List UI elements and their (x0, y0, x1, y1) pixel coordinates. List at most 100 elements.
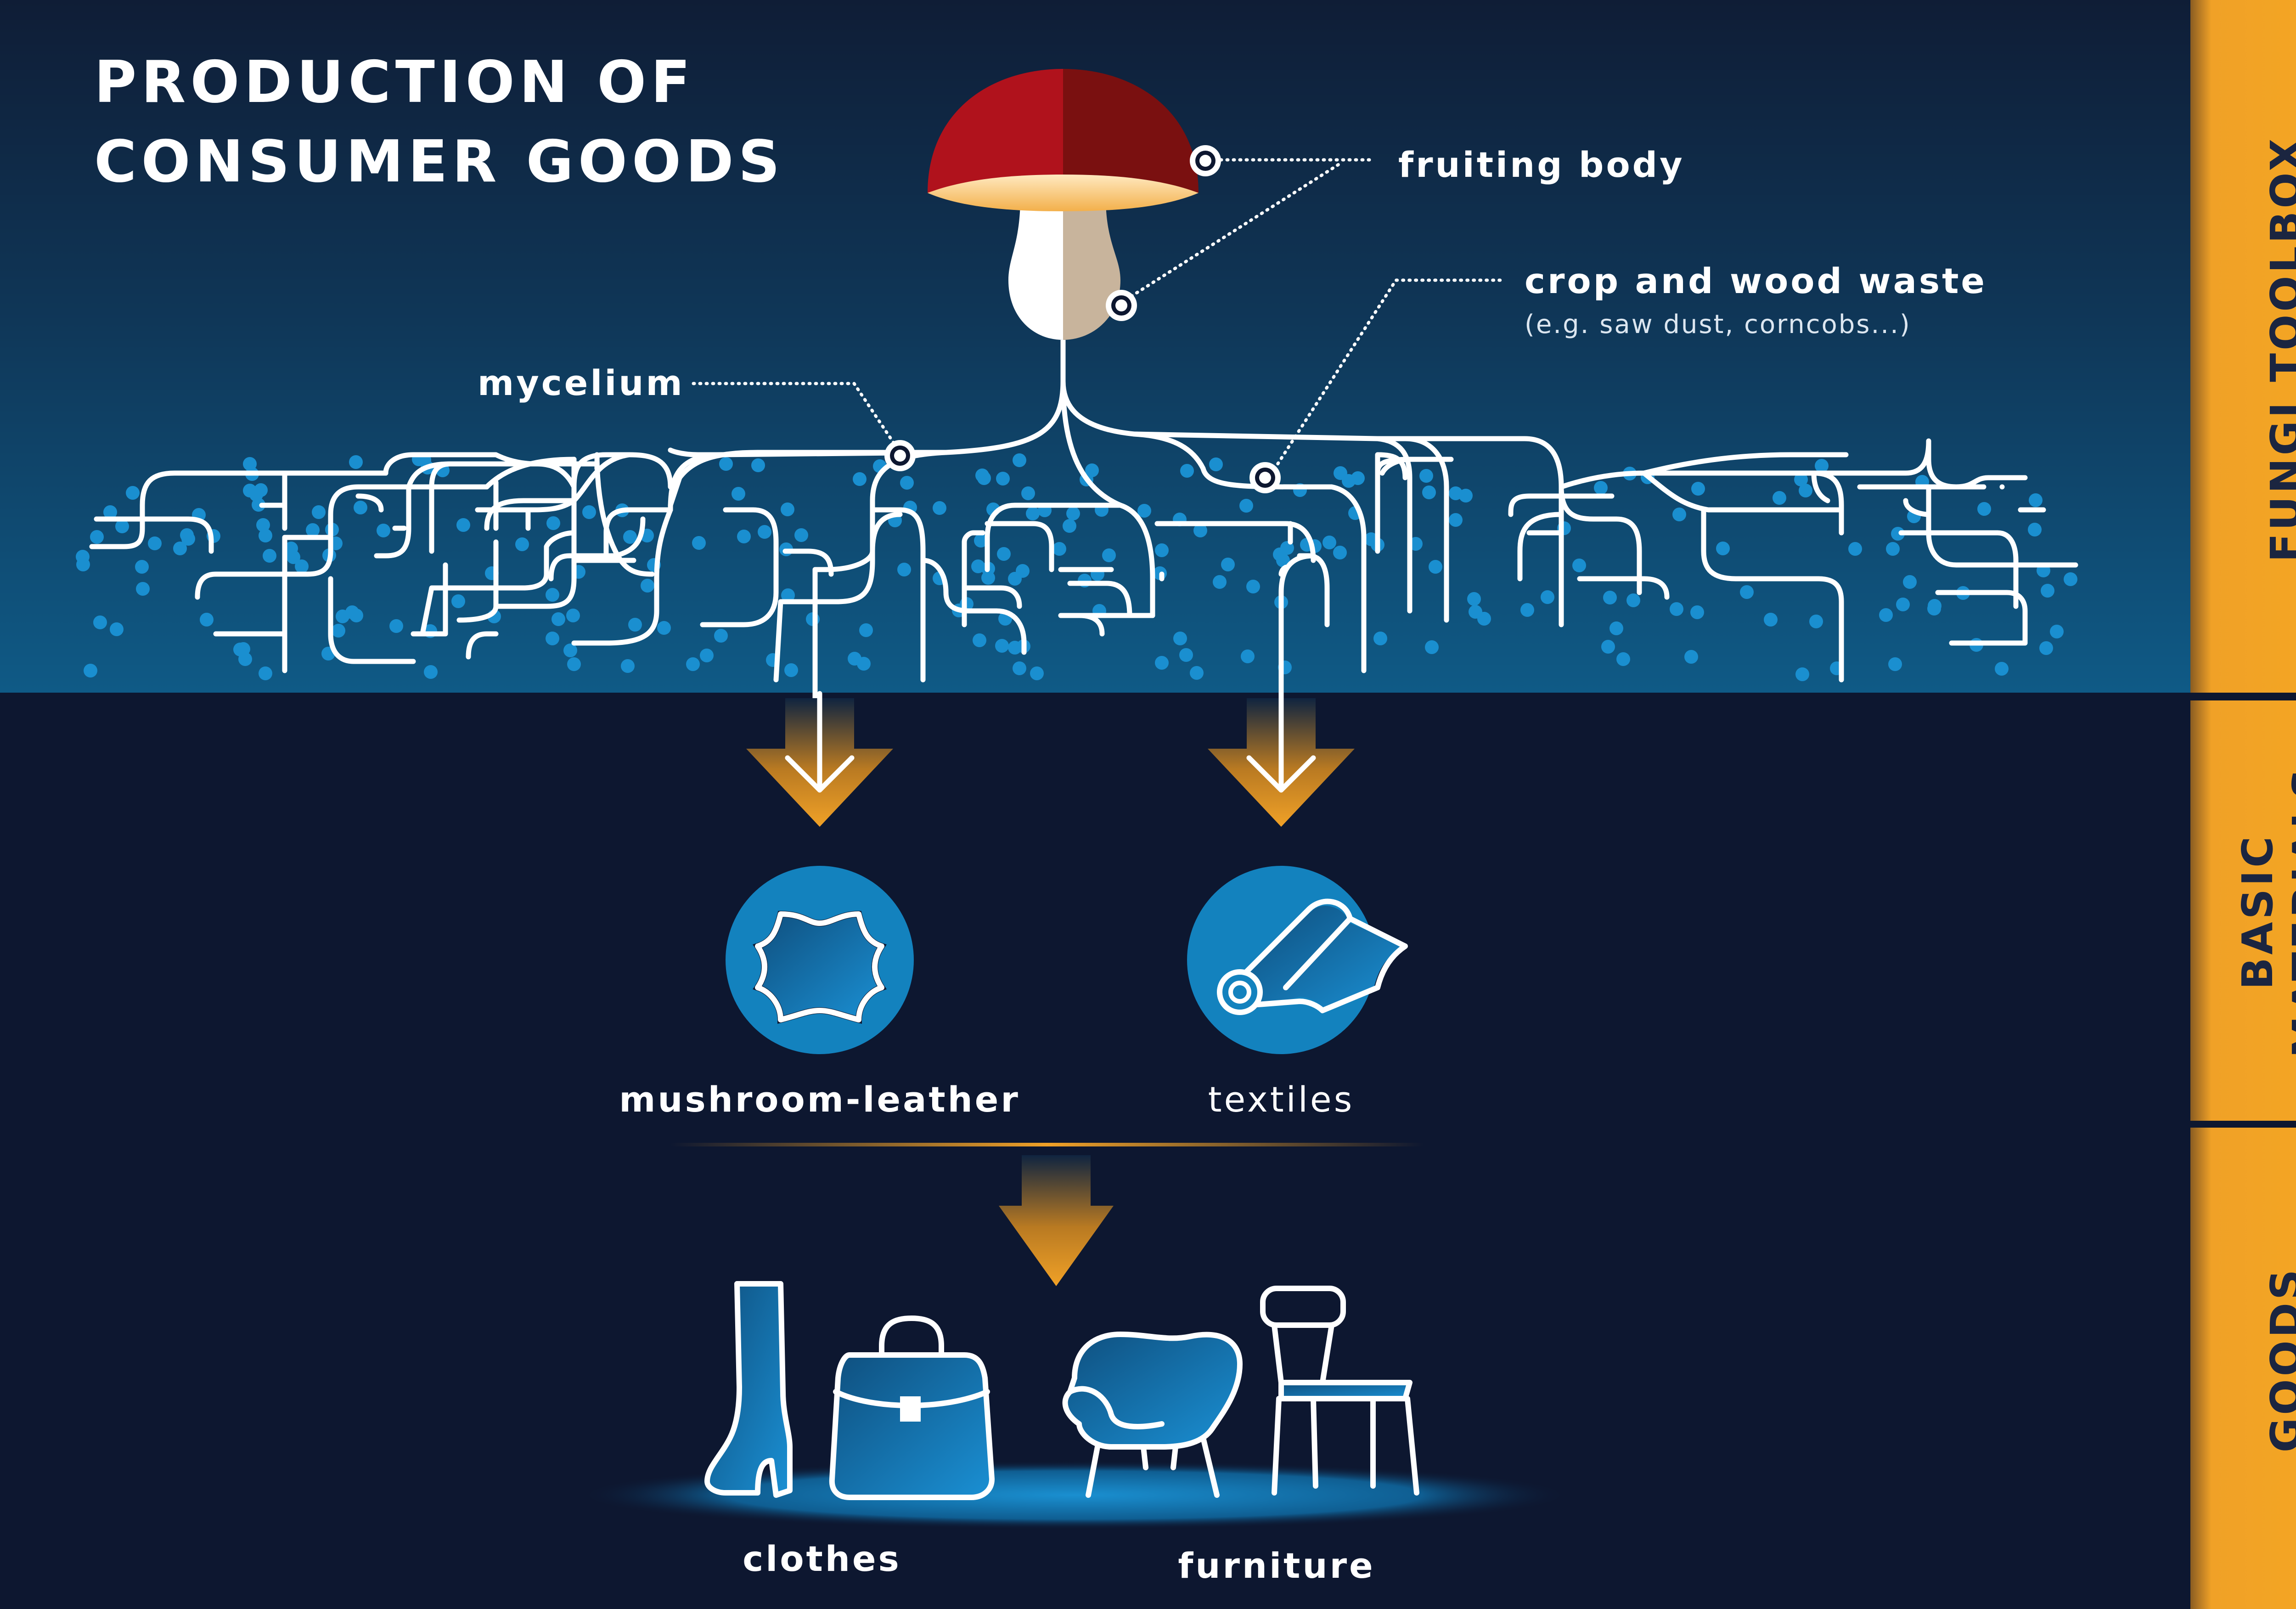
soil-particle (933, 501, 946, 515)
soil-particle (1794, 473, 1808, 486)
soil-particle (1016, 564, 1030, 578)
soil-particle (751, 458, 765, 472)
soil-particle (784, 663, 798, 677)
soil-particle (1879, 608, 1893, 622)
soil-particle (1616, 652, 1630, 666)
soil-particle (389, 619, 403, 633)
sidebar-section-fungi-toolbox (2190, 0, 2296, 693)
soil-particle (2039, 641, 2053, 655)
soil-particle (1626, 593, 1640, 607)
soil-particle (1995, 662, 2009, 676)
soil-particle (582, 505, 596, 519)
soil-particle (233, 643, 247, 656)
label-clothes: clothes (743, 1538, 901, 1579)
label-mycelium: mycelium (478, 362, 685, 403)
callout-markers (884, 145, 1281, 493)
soil-particle (349, 455, 363, 469)
fabric-roll-icon (1187, 866, 1408, 1054)
soil-particle (148, 536, 162, 550)
soil-particle (1896, 598, 1910, 611)
title-line-1: PRODUCTION OF (94, 48, 695, 116)
soil-particle (859, 623, 873, 637)
chair-icon (1260, 1286, 1419, 1496)
materials-divider (670, 1143, 1424, 1146)
soil-particle (1903, 575, 1917, 589)
soil-particle (1469, 605, 1482, 619)
soil-particle (897, 563, 911, 576)
soil-particle (1239, 499, 1253, 513)
soil-particle (173, 542, 187, 555)
soil-particle (1013, 661, 1026, 675)
soil-particle (997, 547, 1011, 561)
soil-particle (995, 639, 1009, 653)
soil-particle (853, 472, 867, 486)
label-mushroom-leather: mushroom-leather (619, 1079, 1020, 1120)
soil-particle (1672, 508, 1686, 521)
boot-icon (704, 1281, 793, 1498)
soil-particle (1137, 504, 1151, 518)
soil-particle (93, 615, 107, 629)
soil-particle (312, 505, 326, 519)
soil-particle (1684, 650, 1698, 664)
soil-particle (103, 505, 117, 519)
soil-particle (1927, 602, 1941, 615)
soil-particle (546, 632, 559, 645)
soil-particle (1690, 605, 1704, 619)
soil-particle (848, 652, 861, 666)
soil-particle (1155, 656, 1169, 670)
marker-stem (1106, 290, 1137, 321)
soil-particle (424, 665, 438, 679)
soil-particle (2041, 584, 2054, 598)
soil-particle (566, 609, 580, 622)
briefcase-bag-icon (829, 1315, 995, 1500)
soil-particle (1180, 464, 1194, 478)
arrow-to-goods (999, 1155, 1114, 1286)
soil-particle (1594, 481, 1608, 495)
soil-particle (1021, 486, 1035, 500)
soil-particle (76, 550, 90, 564)
soil-particle (1773, 491, 1786, 505)
sidebar-label-basic: BASIC (2233, 834, 2282, 989)
soil-particle (115, 519, 129, 533)
soil-particle (714, 629, 728, 643)
soil-particle (1173, 632, 1187, 645)
soil-particle (1609, 621, 1623, 635)
soil-particle (1373, 632, 1387, 645)
soil-particle (515, 537, 529, 551)
soil-particle (657, 621, 671, 635)
soil-particle (692, 536, 706, 550)
soil-particle (1449, 513, 1463, 527)
soil-particle (306, 523, 320, 537)
soil-particle (546, 588, 559, 602)
soil-particle (1221, 558, 1235, 571)
soil-particle (1467, 592, 1481, 606)
soil-particle (287, 550, 300, 564)
label-fruiting-body: fruiting body (1398, 144, 1685, 185)
soil-particle (1102, 548, 1116, 562)
arrow-to-textiles (1208, 691, 1355, 827)
soil-particle (1026, 507, 1040, 520)
soil-particle (1190, 666, 1204, 680)
soil-particle (136, 582, 150, 596)
sidebar-section-basic-materials (2190, 700, 2296, 1121)
soil-particle (1155, 543, 1169, 557)
soil-particle (263, 549, 276, 563)
soil-particle (256, 518, 270, 532)
soil-particle (1333, 546, 1347, 559)
soil-particle (737, 530, 751, 543)
mushroom-icon (928, 69, 1199, 381)
soil-particle (1815, 459, 1829, 473)
soil-particle (1888, 657, 1902, 671)
marker-fruiting-body (1190, 145, 1221, 176)
leather-hide-icon (726, 866, 914, 1054)
soil-particle (1030, 666, 1044, 680)
soil-particle (1795, 667, 1809, 681)
soil-particle (451, 594, 465, 608)
soil-particle (90, 530, 104, 544)
soil-particle (295, 559, 309, 573)
soil-particle (621, 659, 635, 673)
marker-mycelium (884, 440, 916, 471)
soil-particle (2064, 572, 2077, 586)
